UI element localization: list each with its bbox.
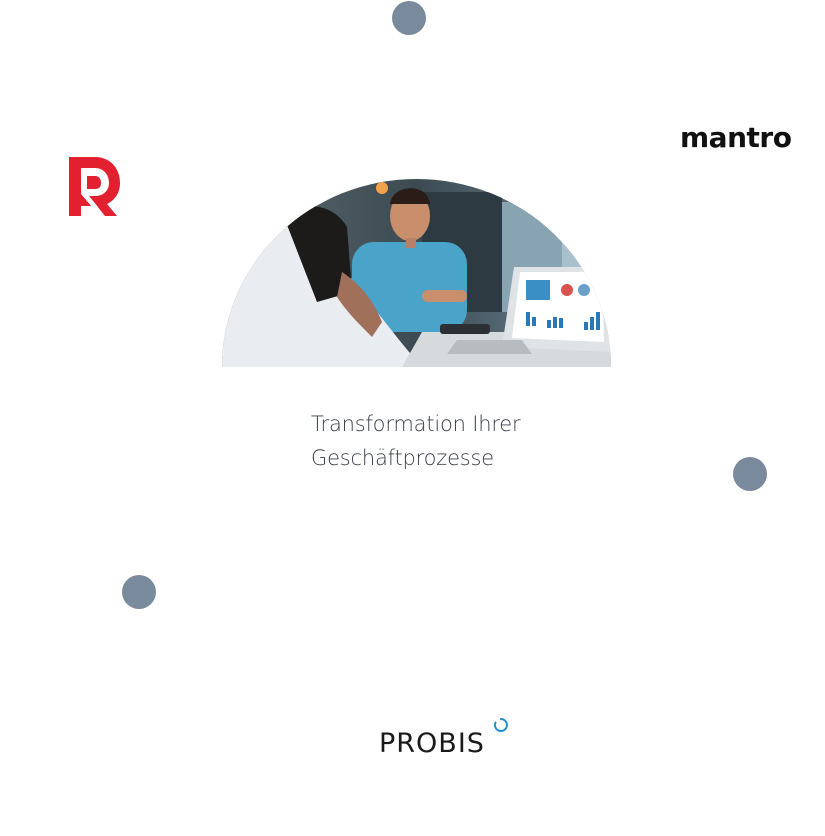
- caption-line-1: Transformation Ihrer: [311, 412, 521, 436]
- probis-ring-icon: [493, 718, 508, 732]
- mantro-logo: mantro: [680, 121, 792, 154]
- caption-line-2: Geschäftprozesse: [311, 446, 495, 470]
- decorative-dot-right: [733, 457, 767, 491]
- hero-photo: [222, 172, 611, 367]
- decorative-dot-top: [392, 1, 426, 35]
- probis-logo-text: PROBIS: [379, 728, 485, 759]
- probis-logo: PROBIS: [379, 717, 519, 761]
- decorative-dot-left: [122, 575, 156, 609]
- r-brand-logo-icon: [67, 155, 121, 217]
- caption: Transformation Ihrer Geschäftprozesse: [311, 407, 611, 475]
